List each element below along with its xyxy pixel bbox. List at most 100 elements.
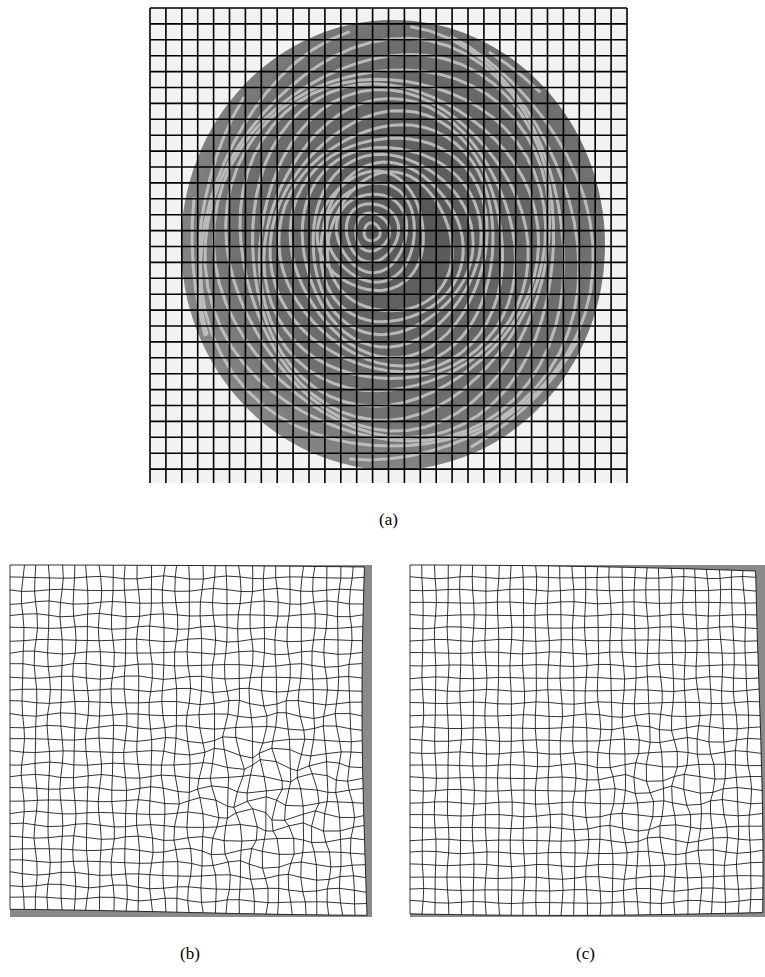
warp-background <box>10 565 372 917</box>
ridge-line <box>226 70 550 431</box>
grid-line <box>309 567 319 915</box>
grid-line <box>150 166 627 168</box>
grid-line <box>646 568 654 915</box>
ridge-line <box>321 162 464 322</box>
grid-line <box>10 860 365 868</box>
grid-line <box>150 87 627 89</box>
grid-line <box>523 566 525 916</box>
grid-line <box>410 913 763 916</box>
grid-line <box>671 568 678 914</box>
grid-line <box>150 421 627 423</box>
grid-line <box>410 900 763 904</box>
grid-line <box>10 786 363 793</box>
grid-line <box>467 8 469 483</box>
grid-line <box>150 103 627 105</box>
grid-line <box>609 567 615 915</box>
grid-line <box>324 8 326 483</box>
grid-line <box>340 8 342 483</box>
fingerprint-ridges <box>192 27 593 461</box>
grid-line <box>719 570 727 914</box>
grid-line <box>10 872 366 881</box>
grid-line <box>297 566 306 914</box>
grid-line <box>460 565 462 915</box>
grid-line <box>150 71 627 73</box>
grid-line <box>422 565 424 914</box>
grid-line <box>150 55 627 57</box>
grid-line <box>658 568 664 915</box>
grid-line <box>150 341 627 343</box>
grid-line <box>731 570 739 913</box>
grid-line <box>137 565 141 911</box>
grid-line <box>372 8 374 483</box>
grid-line <box>410 738 761 743</box>
grid-line <box>73 565 76 910</box>
grid-line <box>410 565 756 571</box>
grid-line <box>622 567 628 915</box>
grid-line <box>547 8 549 483</box>
grid-line <box>150 198 627 200</box>
distortion-grid <box>10 565 372 917</box>
grid-line <box>410 652 758 654</box>
grid-line <box>335 567 343 915</box>
grid-line <box>410 763 762 768</box>
warp-area <box>410 565 763 915</box>
grid-line <box>434 565 436 914</box>
grid-line <box>594 8 596 483</box>
grid-line <box>410 850 763 855</box>
grid-line <box>410 876 763 880</box>
grid-line <box>150 150 627 152</box>
grid-line <box>10 651 362 655</box>
grid-line <box>634 568 639 915</box>
grid-line <box>410 751 761 755</box>
grid-line <box>410 800 762 806</box>
grid-line <box>10 737 362 743</box>
grid-line <box>10 713 362 719</box>
grid-line <box>10 676 362 679</box>
grid-line <box>34 565 38 910</box>
grid-line <box>356 8 358 483</box>
grid-line <box>111 565 114 911</box>
grid-line <box>161 565 166 912</box>
grid-line <box>229 8 231 483</box>
grid-line <box>98 565 102 910</box>
grid-line <box>10 588 364 591</box>
grid-line <box>260 8 262 483</box>
grid-line <box>150 230 627 232</box>
grid-line <box>272 566 283 914</box>
grid-line <box>388 8 390 483</box>
ridge-line <box>205 38 564 441</box>
grid-line <box>21 565 24 909</box>
grid-line <box>499 8 501 483</box>
grid-line <box>10 848 365 854</box>
grid-line <box>410 589 756 591</box>
grid-line <box>10 700 362 706</box>
grid-line <box>150 23 627 25</box>
grid-line <box>10 626 363 629</box>
grid-line <box>150 309 627 311</box>
grid-line <box>547 566 550 916</box>
grid-line <box>276 8 278 483</box>
grid-line <box>10 664 362 668</box>
grid-line <box>626 8 628 483</box>
grid-line <box>410 664 758 666</box>
grid-line <box>683 569 691 914</box>
grid-line <box>447 565 449 914</box>
grid-line <box>510 566 512 916</box>
grid-line <box>410 614 757 616</box>
grid-line <box>572 566 576 915</box>
grid-line <box>150 262 627 264</box>
grid-line <box>150 357 627 359</box>
ridge-line <box>192 52 579 447</box>
grid-line <box>756 571 764 913</box>
grid-line <box>695 569 702 914</box>
grid-line <box>150 119 627 121</box>
grid-line <box>259 566 268 914</box>
ridge-line <box>326 183 414 282</box>
panel-label: (b) <box>178 944 202 964</box>
grid-line <box>535 566 538 916</box>
grid-line <box>197 8 199 483</box>
grid-line <box>410 726 760 731</box>
grid-line <box>410 689 759 692</box>
grid-line <box>410 774 762 781</box>
